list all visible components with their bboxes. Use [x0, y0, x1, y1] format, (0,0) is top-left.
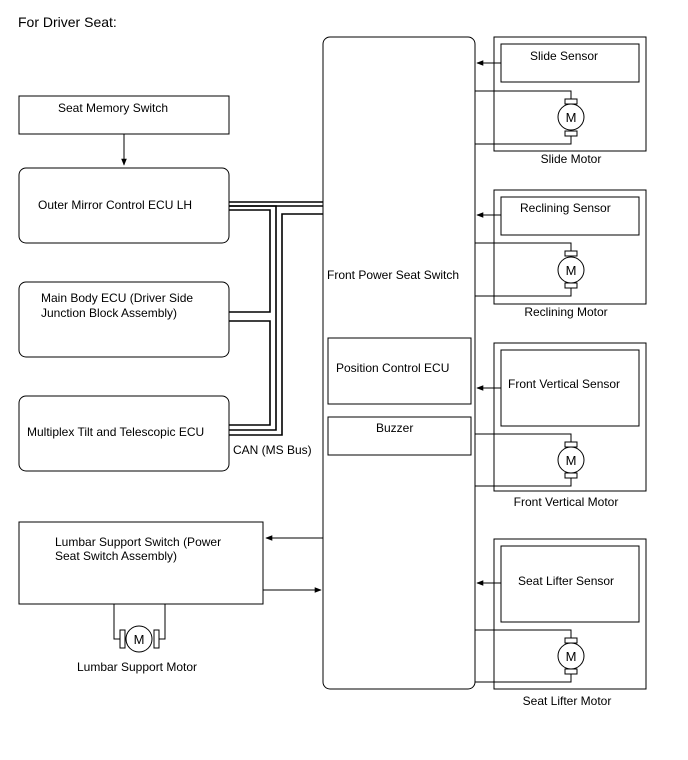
main-body-ecu-label-1: Main Body ECU (Driver Side	[41, 291, 193, 305]
buzzer-label: Buzzer	[376, 421, 413, 435]
seat-memory-switch-block: Seat Memory Switch	[18, 95, 230, 135]
seat-lifter-group: Seat Lifter Sensor M	[475, 538, 647, 690]
front-vertical-motor-symbol: M	[566, 453, 577, 468]
seat-memory-switch-label: Seat Memory Switch	[58, 101, 168, 115]
can-bus-label: CAN (MS Bus)	[233, 443, 312, 457]
reclining-motor-icon	[557, 256, 585, 284]
seat-lifter-motor-icon	[557, 642, 585, 670]
slide-motor-symbol: M	[566, 110, 577, 125]
main-body-ecu-label-2: Junction Block Assembly)	[41, 306, 177, 320]
lumbar-motor-icon	[125, 625, 153, 653]
lumbar-switch-label-1: Lumbar Support Switch (Power	[55, 535, 221, 549]
front-vertical-group: Front Vertical Sensor M	[475, 342, 647, 492]
reclining-sensor-label: Reclining Sensor	[520, 201, 611, 215]
outer-mirror-ecu-block: Outer Mirror Control ECU LH	[18, 167, 230, 244]
slide-motor-icon	[557, 103, 585, 131]
slide-sensor-label: Slide Sensor	[530, 49, 598, 63]
slide-group: Slide Sensor M	[475, 36, 647, 152]
main-body-ecu-block: Main Body ECU (Driver Side Junction Bloc…	[18, 281, 230, 358]
buzzer-block: Buzzer	[327, 416, 472, 456]
lumbar-motor-label: Lumbar Support Motor	[77, 660, 197, 674]
front-vertical-motor-icon	[557, 446, 585, 474]
front-power-seat-switch-label: Front Power Seat Switch	[327, 268, 459, 282]
slide-motor-label: Slide Motor	[541, 152, 602, 166]
reclining-motor-symbol: M	[566, 263, 577, 278]
can-bus-lines	[229, 201, 323, 436]
front-vertical-motor-label: Front Vertical Motor	[514, 495, 619, 509]
seat-lifter-motor-label: Seat Lifter Motor	[523, 694, 612, 708]
position-control-ecu-block: Position Control ECU	[327, 337, 472, 405]
outer-mirror-ecu-label: Outer Mirror Control ECU LH	[38, 198, 192, 212]
lumbar-switch-label-2: Seat Switch Assembly)	[55, 549, 177, 563]
reclining-motor-label: Reclining Motor	[524, 305, 607, 319]
position-control-ecu-label: Position Control ECU	[336, 361, 449, 375]
seat-lifter-motor-symbol: M	[566, 649, 577, 664]
tilt-telescopic-ecu-label: Multiplex Tilt and Telescopic ECU	[27, 425, 204, 439]
lumbar-switch-block: Lumbar Support Switch (Power Seat Switch…	[18, 521, 264, 605]
seat-lifter-sensor-label: Seat Lifter Sensor	[518, 574, 614, 588]
reclining-group: Reclining Sensor M	[475, 189, 647, 305]
tilt-telescopic-ecu-block: Multiplex Tilt and Telescopic ECU	[18, 395, 230, 472]
lumbar-motor-symbol: M	[134, 632, 145, 647]
lumbar-motor-block: M	[113, 604, 166, 653]
diagram-title: For Driver Seat:	[18, 14, 117, 30]
front-vertical-sensor-label: Front Vertical Sensor	[508, 377, 620, 391]
